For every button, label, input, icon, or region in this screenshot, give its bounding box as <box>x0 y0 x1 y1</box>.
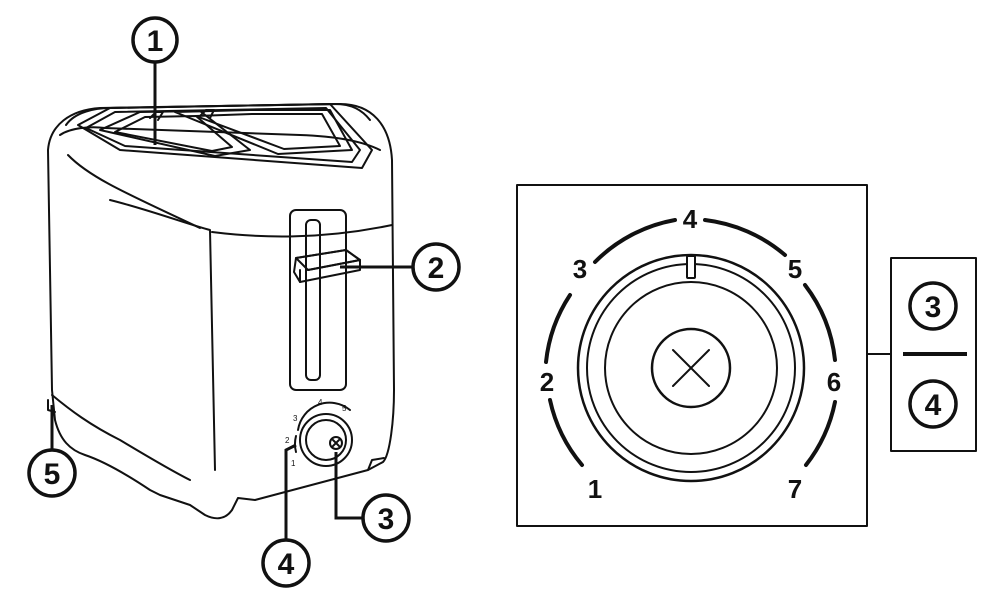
dial-label-1: 1 <box>588 474 602 504</box>
legend-top-label: 3 <box>925 291 942 324</box>
callout-2-label: 2 <box>428 252 445 285</box>
dial-label-4: 4 <box>683 204 698 234</box>
callout-4: 4 <box>261 538 311 588</box>
legend-bottom-label: 4 <box>925 389 942 422</box>
lever-slot <box>289 209 347 391</box>
dial-detail-panel: 1 2 3 4 5 6 7 <box>516 184 868 527</box>
small-dial-label-2: 2 <box>285 436 290 445</box>
dial-label-3: 3 <box>573 254 587 284</box>
callout-2: 2 <box>411 242 461 292</box>
small-browning-dial[interactable]: 1 2 3 4 5 <box>285 398 353 468</box>
dial-label-2: 2 <box>540 367 554 397</box>
dial-label-7: 7 <box>788 474 802 504</box>
callout-5-label: 5 <box>44 458 61 491</box>
small-dial-label-4: 4 <box>318 398 323 407</box>
callout-1: 1 <box>131 16 179 64</box>
callout-3: 3 <box>361 493 411 543</box>
dial-label-6: 6 <box>827 367 841 397</box>
callout-5: 5 <box>27 448 77 498</box>
callout-legend: 3 4 <box>890 257 977 452</box>
small-dial-label-5: 5 <box>342 404 347 413</box>
dial-label-5: 5 <box>788 254 802 284</box>
callout-3-label: 3 <box>378 503 395 536</box>
small-dial-label-1: 1 <box>291 459 296 468</box>
callout-1-label: 1 <box>147 25 164 58</box>
leader-line-3 <box>334 452 363 520</box>
carriage-lever[interactable] <box>293 249 361 283</box>
leader-line-4 <box>284 443 297 540</box>
toaster-body <box>47 103 395 520</box>
callout-4-label: 4 <box>278 548 295 581</box>
cancel-icon[interactable] <box>650 327 732 409</box>
small-dial-label-3: 3 <box>293 414 298 423</box>
